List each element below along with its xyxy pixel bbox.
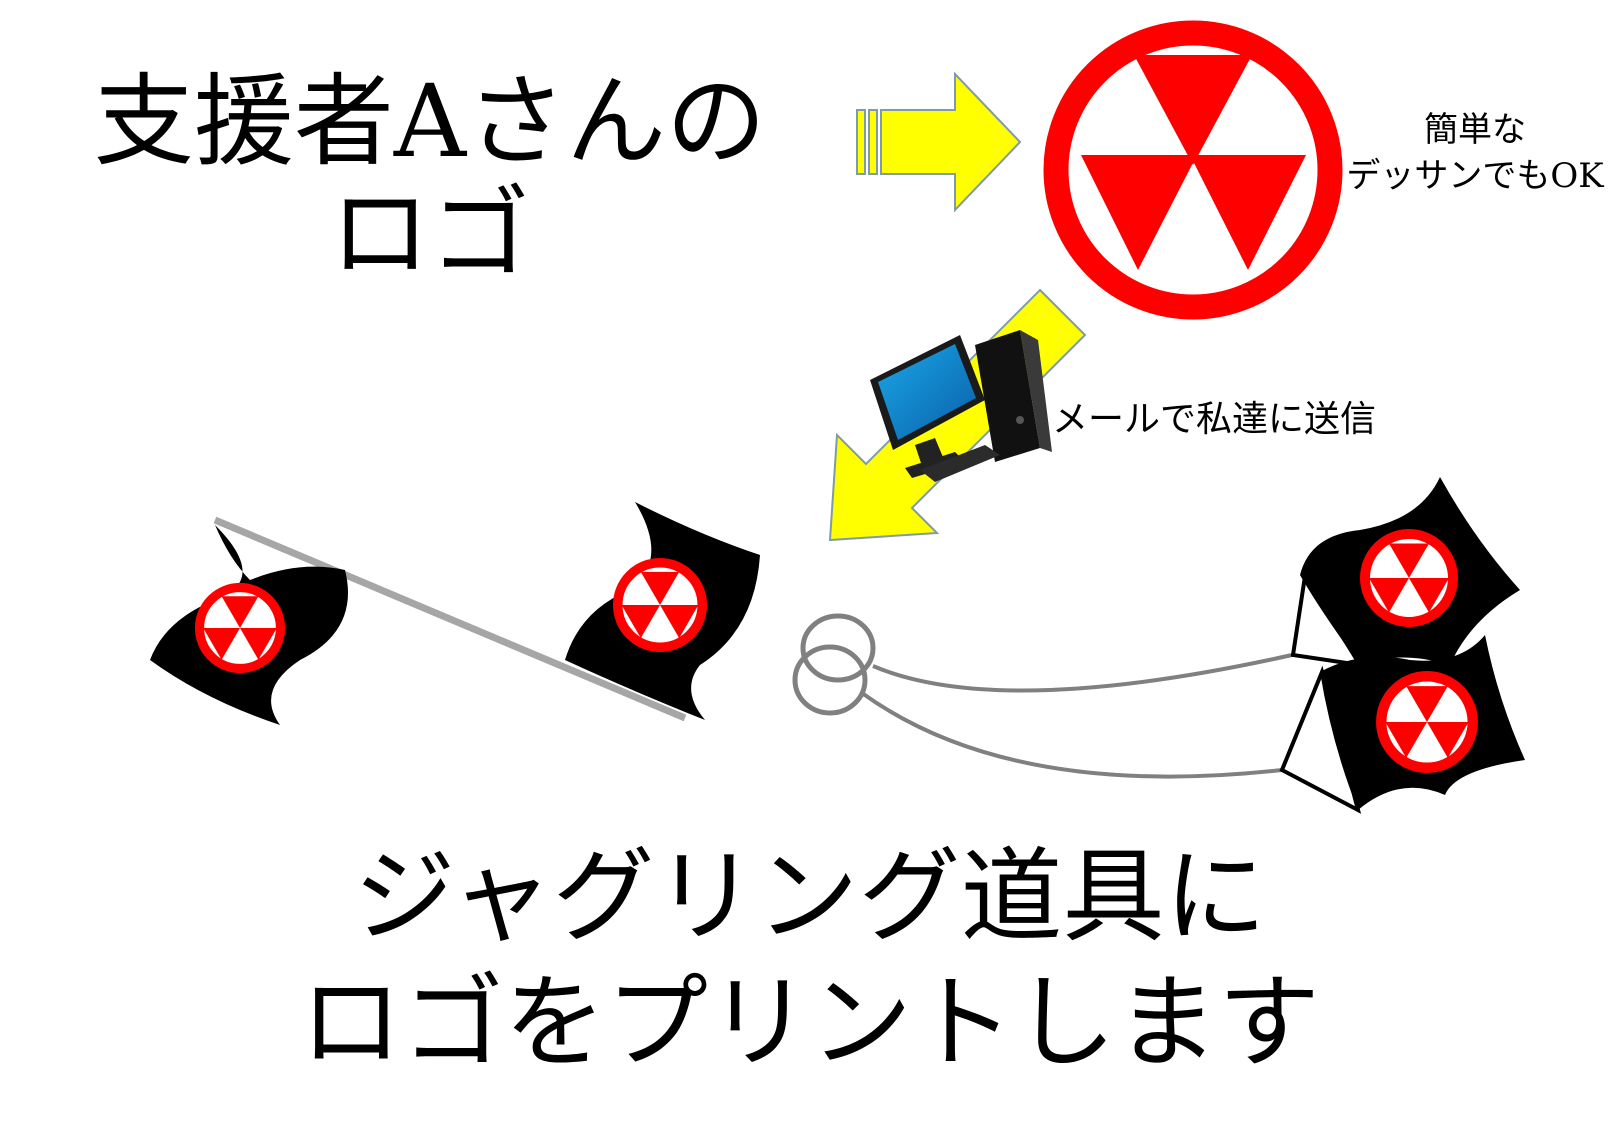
right-arrow (856, 71, 1022, 213)
flag-left (150, 525, 348, 725)
trefoil-logo (1043, 20, 1343, 320)
title-line-1: 支援者Aさんの (93, 63, 767, 180)
bottom-text: ジャグリング道具に ロゴをプリントします (250, 835, 1370, 1088)
desktop-computer-icon (870, 330, 1052, 482)
poi-strings (860, 653, 1293, 779)
flag-right (565, 502, 760, 720)
mail-caption: メールで私達に送信 (1052, 399, 1377, 440)
sketch-ok-note: 簡単な デッサンでもOK (1330, 108, 1620, 200)
poi-flag-top (1290, 477, 1520, 668)
poi-flags (1279, 477, 1525, 814)
note-line-2: デッサンでもOK (1346, 155, 1604, 196)
bottom-line-1: ジャグリング道具に (353, 838, 1267, 957)
title-line-2: ロゴ (330, 175, 530, 292)
bottom-line-2: ロゴをプリントします (300, 964, 1320, 1084)
title-text: 支援者Aさんの ロゴ (40, 66, 820, 290)
note-line-1: 簡単な (1424, 110, 1526, 150)
flag-stick (150, 502, 760, 725)
juggling-rings (792, 613, 876, 716)
poi-flag-bottom (1279, 635, 1525, 814)
